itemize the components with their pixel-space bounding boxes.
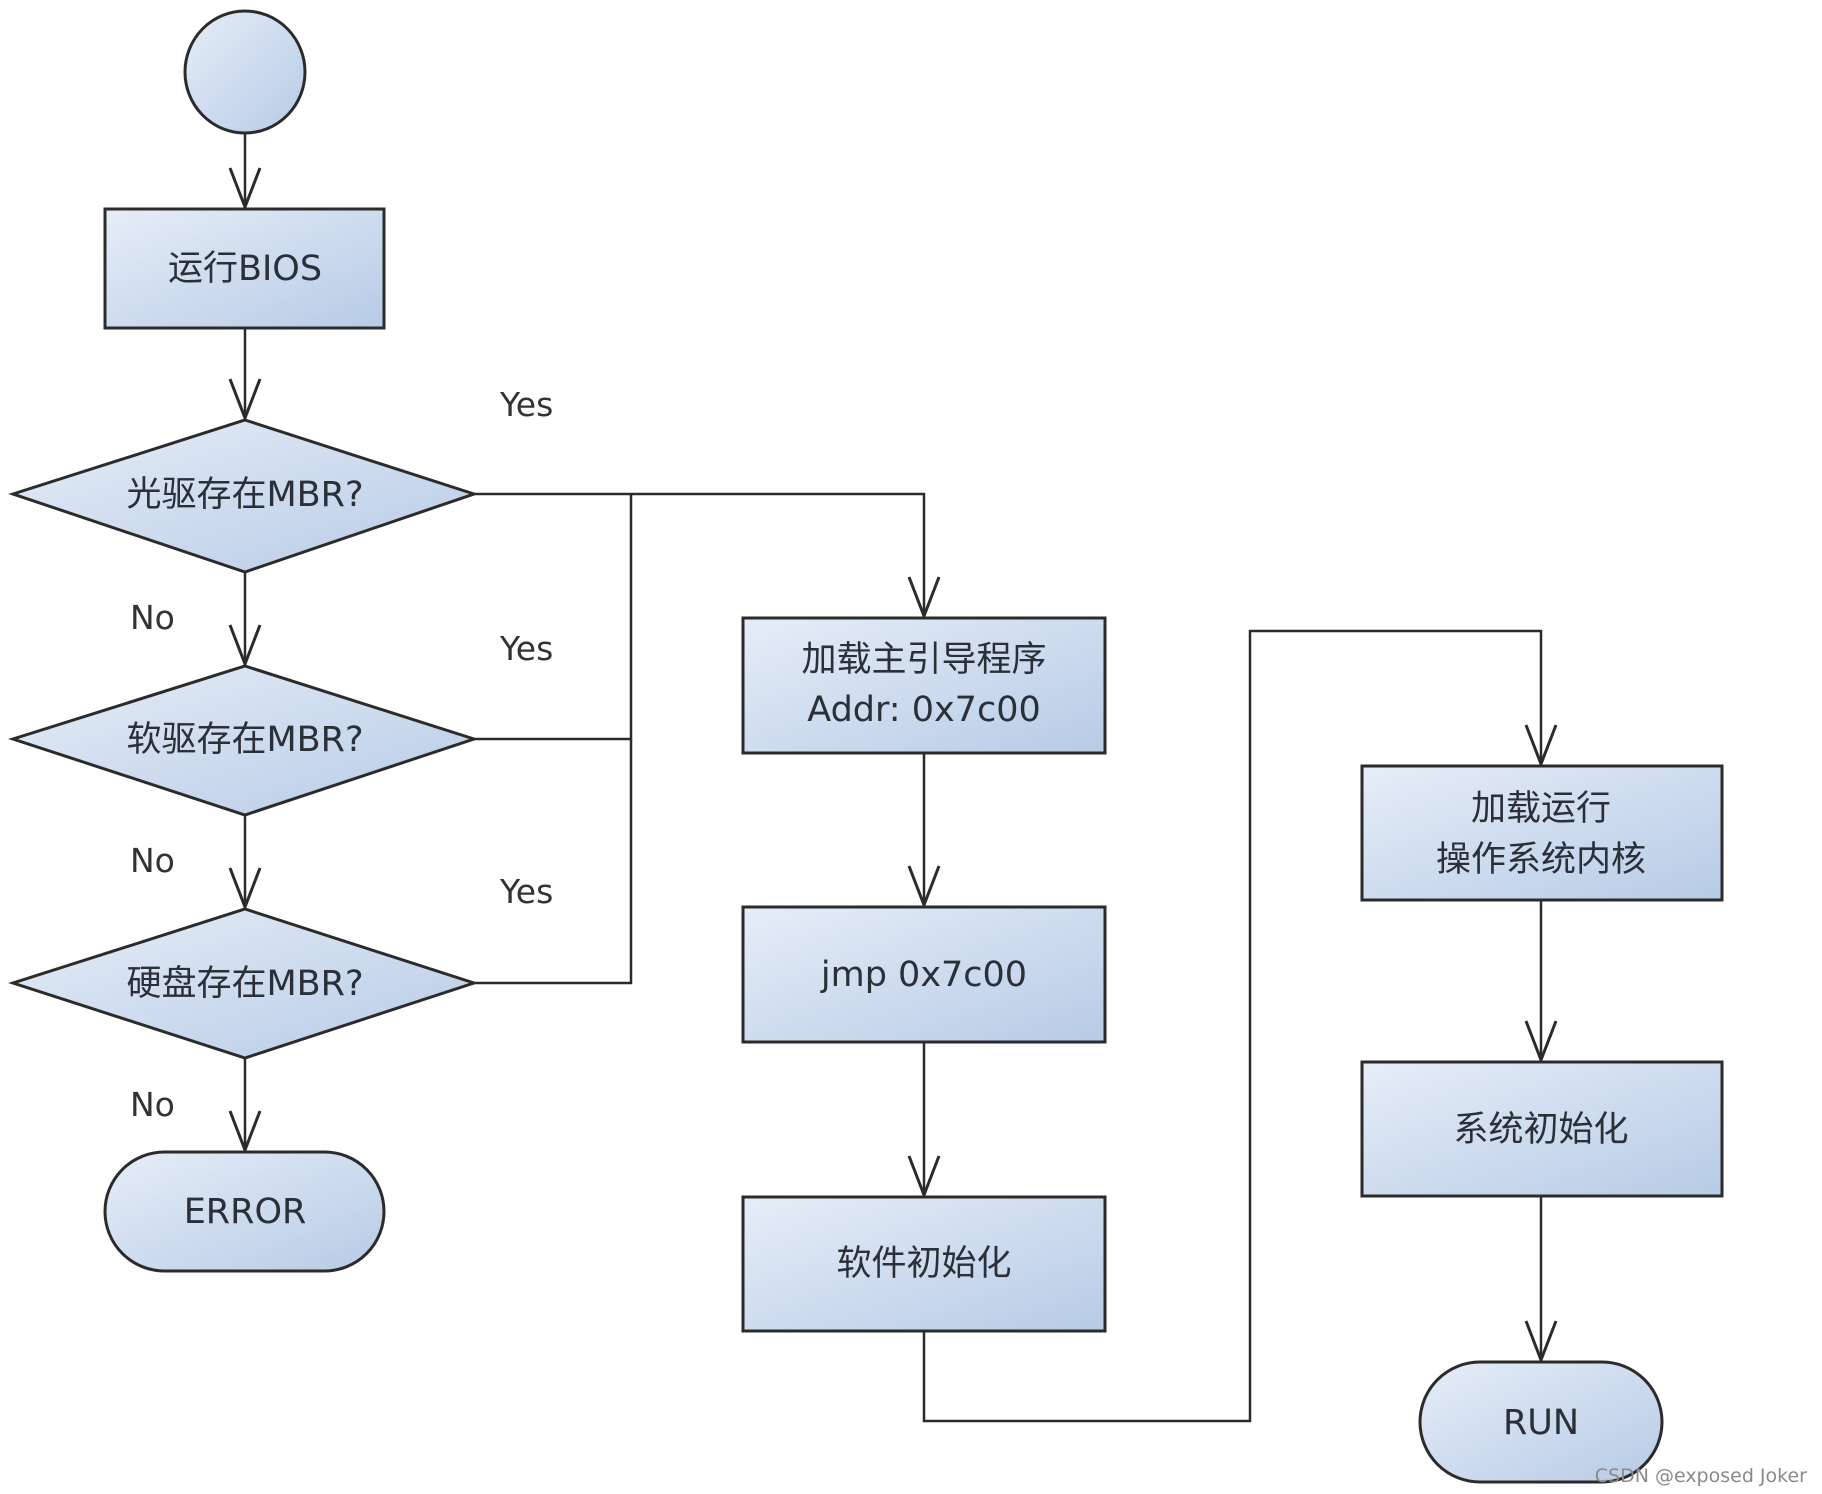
node-text: RUN bbox=[1503, 1403, 1579, 1443]
arrowhead-icon bbox=[228, 167, 262, 212]
label-yes-disk: Yes bbox=[499, 872, 553, 911]
edge-softinit-loadkernel bbox=[922, 629, 1543, 1423]
label-no-disk: No bbox=[130, 1085, 175, 1124]
node-disk-decision[interactable]: 硬盘存在MBR? bbox=[8, 907, 479, 1060]
arrowhead-icon bbox=[907, 1155, 941, 1200]
decision-diamond bbox=[8, 418, 479, 574]
process-box bbox=[741, 1195, 1107, 1333]
arrowhead-icon bbox=[228, 624, 262, 669]
process-box bbox=[741, 905, 1107, 1044]
arrowhead-icon bbox=[907, 865, 941, 910]
node-text-line1: 加载主引导程序 bbox=[801, 640, 1046, 680]
node-load-boot[interactable]: 加载主引导程序 Addr: 0x7c00 bbox=[741, 616, 1107, 755]
edge-floppy-junction bbox=[474, 494, 633, 741]
arrowhead-icon bbox=[228, 867, 262, 912]
process-box bbox=[103, 207, 386, 330]
node-cdrom-decision[interactable]: 光驱存在MBR? bbox=[8, 418, 479, 574]
node-text: ERROR bbox=[184, 1192, 307, 1232]
process-box bbox=[1360, 1060, 1724, 1198]
node-text: 软驱存在MBR? bbox=[126, 720, 363, 760]
node-run[interactable]: RUN bbox=[1418, 1360, 1664, 1484]
node-text-line2: Addr: 0x7c00 bbox=[807, 690, 1040, 730]
node-error[interactable]: ERROR bbox=[103, 1150, 386, 1273]
terminator-pill bbox=[1418, 1360, 1664, 1484]
connectors bbox=[228, 133, 1558, 1423]
node-text: 硬盘存在MBR? bbox=[126, 964, 363, 1004]
node-text: 软件初始化 bbox=[836, 1244, 1011, 1284]
node-text-line1: 加载运行 bbox=[1471, 789, 1611, 829]
node-text: jmp 0x7c00 bbox=[820, 955, 1027, 995]
decision-diamond bbox=[8, 907, 479, 1060]
node-text: 系统初始化 bbox=[1453, 1110, 1628, 1150]
arrowhead-icon bbox=[1524, 724, 1558, 769]
edge-cdrom-loadboot bbox=[474, 492, 926, 618]
label-no-cdrom: No bbox=[130, 598, 175, 637]
node-text: 运行BIOS bbox=[168, 249, 322, 289]
watermark: CSDN @exposed Joker bbox=[1595, 1465, 1807, 1487]
arrowhead-icon bbox=[228, 378, 262, 423]
label-yes-cdrom: Yes bbox=[499, 385, 553, 424]
arrowhead-icon bbox=[907, 576, 941, 621]
process-box bbox=[1360, 764, 1724, 902]
edge-disk-junction bbox=[474, 739, 633, 985]
node-sys-init[interactable]: 系统初始化 bbox=[1360, 1060, 1724, 1198]
terminator-pill bbox=[103, 1150, 386, 1273]
process-box bbox=[741, 616, 1107, 755]
edge-labels: Yes Yes Yes No No No bbox=[130, 385, 553, 1124]
node-start[interactable] bbox=[183, 9, 307, 135]
node-bios[interactable]: 运行BIOS bbox=[103, 207, 386, 330]
decision-diamond bbox=[8, 664, 479, 817]
node-soft-init[interactable]: 软件初始化 bbox=[741, 1195, 1107, 1333]
node-text-line2: 操作系统内核 bbox=[1436, 840, 1646, 880]
node-load-kernel[interactable]: 加载运行 操作系统内核 bbox=[1360, 764, 1724, 902]
label-no-floppy: No bbox=[130, 841, 175, 880]
arrowhead-icon bbox=[1524, 1020, 1558, 1065]
arrowhead-icon bbox=[228, 1110, 262, 1155]
node-jmp[interactable]: jmp 0x7c00 bbox=[741, 905, 1107, 1044]
arrowhead-icon bbox=[1524, 1320, 1558, 1365]
start-circle bbox=[183, 9, 307, 135]
node-floppy-decision[interactable]: 软驱存在MBR? bbox=[8, 664, 479, 817]
label-yes-floppy: Yes bbox=[499, 629, 553, 668]
node-text: 光驱存在MBR? bbox=[126, 475, 363, 515]
